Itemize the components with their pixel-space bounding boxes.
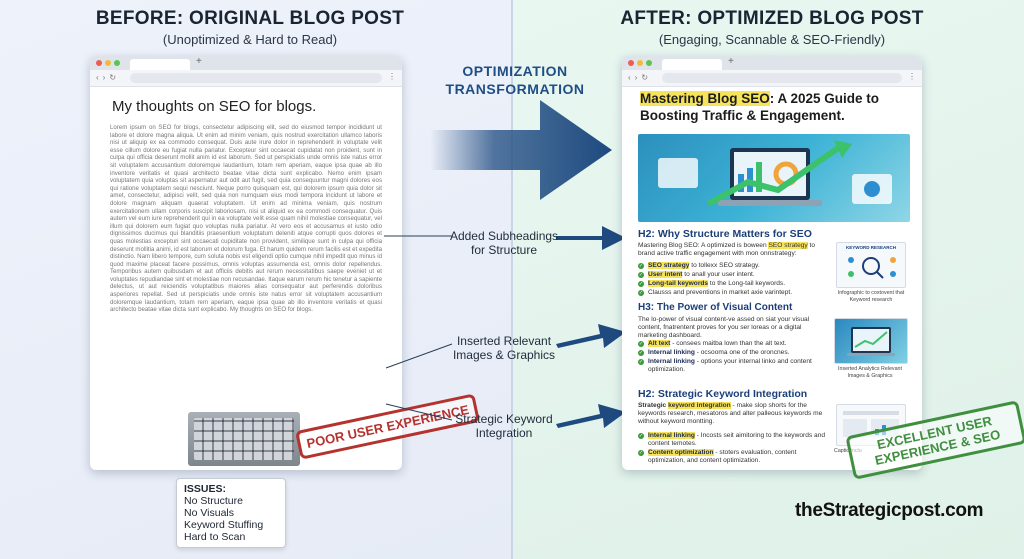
- minimize-dot-icon[interactable]: [637, 60, 643, 66]
- post-title: My thoughts on SEO for blogs.: [112, 98, 317, 115]
- section-paragraph: Strategic keyword integration - make slo…: [638, 402, 823, 425]
- address-bar[interactable]: [130, 73, 382, 83]
- check-icon: ✓: [638, 263, 644, 269]
- callout-subheadings: Added Subheadings for Structure: [448, 229, 560, 257]
- callout-text: Images & Graphics: [452, 348, 556, 362]
- new-tab-icon[interactable]: +: [196, 56, 202, 67]
- laptop-chart-illustration: [658, 140, 892, 207]
- analytics-chart-icon: [847, 327, 895, 356]
- menu-dots-icon[interactable]: ⋮: [908, 72, 916, 81]
- optimization-title-line2: TRANSFORMATION: [445, 81, 585, 97]
- section-paragraph: Mastering Blog SEO: A optimized is bowee…: [638, 242, 816, 257]
- menu-dots-icon[interactable]: ⋮: [388, 72, 396, 81]
- list-item: ✓SEO strategy to tollexx SEO strategy.: [638, 262, 760, 269]
- list-item: ✓Content optimization - stoters evaluati…: [638, 449, 797, 464]
- browser-tab[interactable]: [130, 59, 190, 70]
- brand-watermark: theStrategicpost.com: [795, 500, 984, 521]
- issues-box: ISSUES: No Structure No Visuals Keyword …: [176, 478, 286, 548]
- list-item: ✓Clausss and preventions in market axie …: [638, 289, 793, 296]
- list-item: ✓Internal linking - options your interna…: [638, 358, 812, 373]
- section-bullet-list: ✓Internal linking - Incosts seit aimitor…: [638, 432, 828, 466]
- image-caption: Inserted Analytics Relevant Images & Gra…: [838, 366, 902, 379]
- optimization-title-line1: OPTIMIZATION: [462, 63, 568, 79]
- browser-tab[interactable]: [662, 59, 722, 70]
- callout-arrow-2: [556, 324, 626, 348]
- check-icon: ✓: [638, 359, 644, 365]
- callout-text: Added Subheadings: [449, 229, 559, 243]
- issues-title: ISSUES:: [184, 483, 227, 495]
- callout-line-2: [385, 343, 453, 369]
- keyword-research-infographic: KEYWORD RESEARCH: [836, 242, 906, 288]
- title-keyword-highlight: Mastering Blog SEO: [640, 91, 770, 106]
- section-heading-visual: H3: The Power of Visual Content: [638, 302, 793, 313]
- new-tab-icon[interactable]: +: [728, 56, 734, 67]
- check-icon: ✓: [638, 290, 644, 296]
- browser-toolbar: ‹›↻ ⋮: [622, 70, 922, 87]
- after-heading: AFTER: OPTIMIZED BLOG POST (Engaging, Sc…: [592, 8, 952, 47]
- callout-text: for Structure: [470, 243, 538, 257]
- magnifier-icon: [848, 257, 896, 279]
- section-paragraph: The lo-power of visual content-ve assed …: [638, 316, 810, 339]
- after-subtitle: (Engaging, Scannable & SEO-Friendly): [658, 32, 886, 47]
- list-item: ✓Internal linking - ocsooma one of the o…: [638, 349, 790, 356]
- big-transformation-arrow: [430, 100, 612, 200]
- issue-item: No Structure: [184, 495, 243, 507]
- after-title: AFTER: OPTIMIZED BLOG POST: [620, 8, 924, 29]
- nav-arrows-icon[interactable]: ‹›↻: [628, 73, 653, 82]
- section-bullet-list: ✓SEO strategy to tollexx SEO strategy. ✓…: [638, 262, 828, 298]
- hero-analytics-image: [638, 134, 910, 222]
- callout-text: Integration: [475, 426, 533, 440]
- check-icon: ✓: [638, 350, 644, 356]
- nav-arrows-icon[interactable]: ‹›↻: [96, 73, 121, 82]
- browser-toolbar: ‹›↻ ⋮: [90, 70, 402, 87]
- callout-arrow-3: [556, 404, 626, 428]
- callout-text: Strategic Keyword: [455, 412, 553, 426]
- before-browser-window: + ‹›↻ ⋮ My thoughts on SEO for blogs. Lo…: [90, 56, 402, 470]
- address-bar[interactable]: [662, 73, 902, 83]
- optimized-post-title: Mastering Blog SEO: A 2025 Guide to Boos…: [640, 90, 902, 124]
- close-dot-icon[interactable]: [96, 60, 102, 66]
- list-item: ✓Long-tail keywords to the Long-tail key…: [638, 280, 786, 287]
- check-icon: ✓: [638, 450, 644, 456]
- maximize-dot-icon[interactable]: [114, 60, 120, 66]
- keyboard-image: [188, 412, 300, 466]
- infographic-title: KEYWORD RESEARCH: [845, 245, 896, 250]
- check-icon: ✓: [638, 272, 644, 278]
- post-body-text: Lorem ipsum on SEO for blogs, consectetu…: [110, 124, 382, 314]
- section-bullet-list: ✓Alt text - consees maitba lown than the…: [638, 340, 828, 375]
- panel-divider: [511, 0, 513, 559]
- before-title: BEFORE: ORIGINAL BLOG POST: [95, 8, 405, 29]
- section-heading-keywords: H2: Strategic Keyword Integration: [638, 388, 808, 400]
- maximize-dot-icon[interactable]: [646, 60, 652, 66]
- browser-tab-bar: +: [622, 56, 922, 70]
- check-icon: ✓: [638, 341, 644, 347]
- callout-text: Inserted Relevant: [456, 334, 552, 348]
- title-rest: : A 2025 Guide to Boosting Traffic & Eng…: [640, 91, 880, 123]
- callout-images: Inserted Relevant Images & Graphics: [448, 334, 560, 362]
- check-icon: ✓: [638, 433, 644, 439]
- minimize-dot-icon[interactable]: [105, 60, 111, 66]
- list-item: ✓Internal linking - Incosts seit aimitor…: [638, 432, 826, 447]
- list-item: ✓User intent to anall your user intent.: [638, 271, 755, 278]
- image-caption: Infographic to coxtovent that Keyword re…: [837, 290, 905, 303]
- section-heading-structure: H2: Why Structure Matters for SEO: [638, 228, 812, 240]
- callout-arrow-1: [556, 226, 626, 250]
- optimization-title: OPTIMIZATION TRANSFORMATION: [435, 62, 595, 98]
- analytics-image: [834, 318, 908, 364]
- issue-item: Keyword Stuffing: [184, 519, 264, 531]
- browser-tab-bar: +: [90, 56, 402, 70]
- before-subtitle: (Unoptimized & Hard to Read): [162, 32, 338, 47]
- callout-keywords: Strategic Keyword Integration: [448, 412, 560, 440]
- after-browser-window: + ‹›↻ ⋮ Mastering Blog SEO: A 2025 Guide…: [622, 56, 922, 470]
- list-item: ✓Alt text - consees maitba lown than the…: [638, 340, 787, 347]
- before-heading: BEFORE: ORIGINAL BLOG POST (Unoptimized …: [70, 8, 430, 47]
- issue-item: No Visuals: [184, 507, 234, 519]
- callout-line-3: [385, 403, 453, 421]
- issue-item: Hard to Scan: [184, 531, 246, 543]
- check-icon: ✓: [638, 281, 644, 287]
- close-dot-icon[interactable]: [628, 60, 634, 66]
